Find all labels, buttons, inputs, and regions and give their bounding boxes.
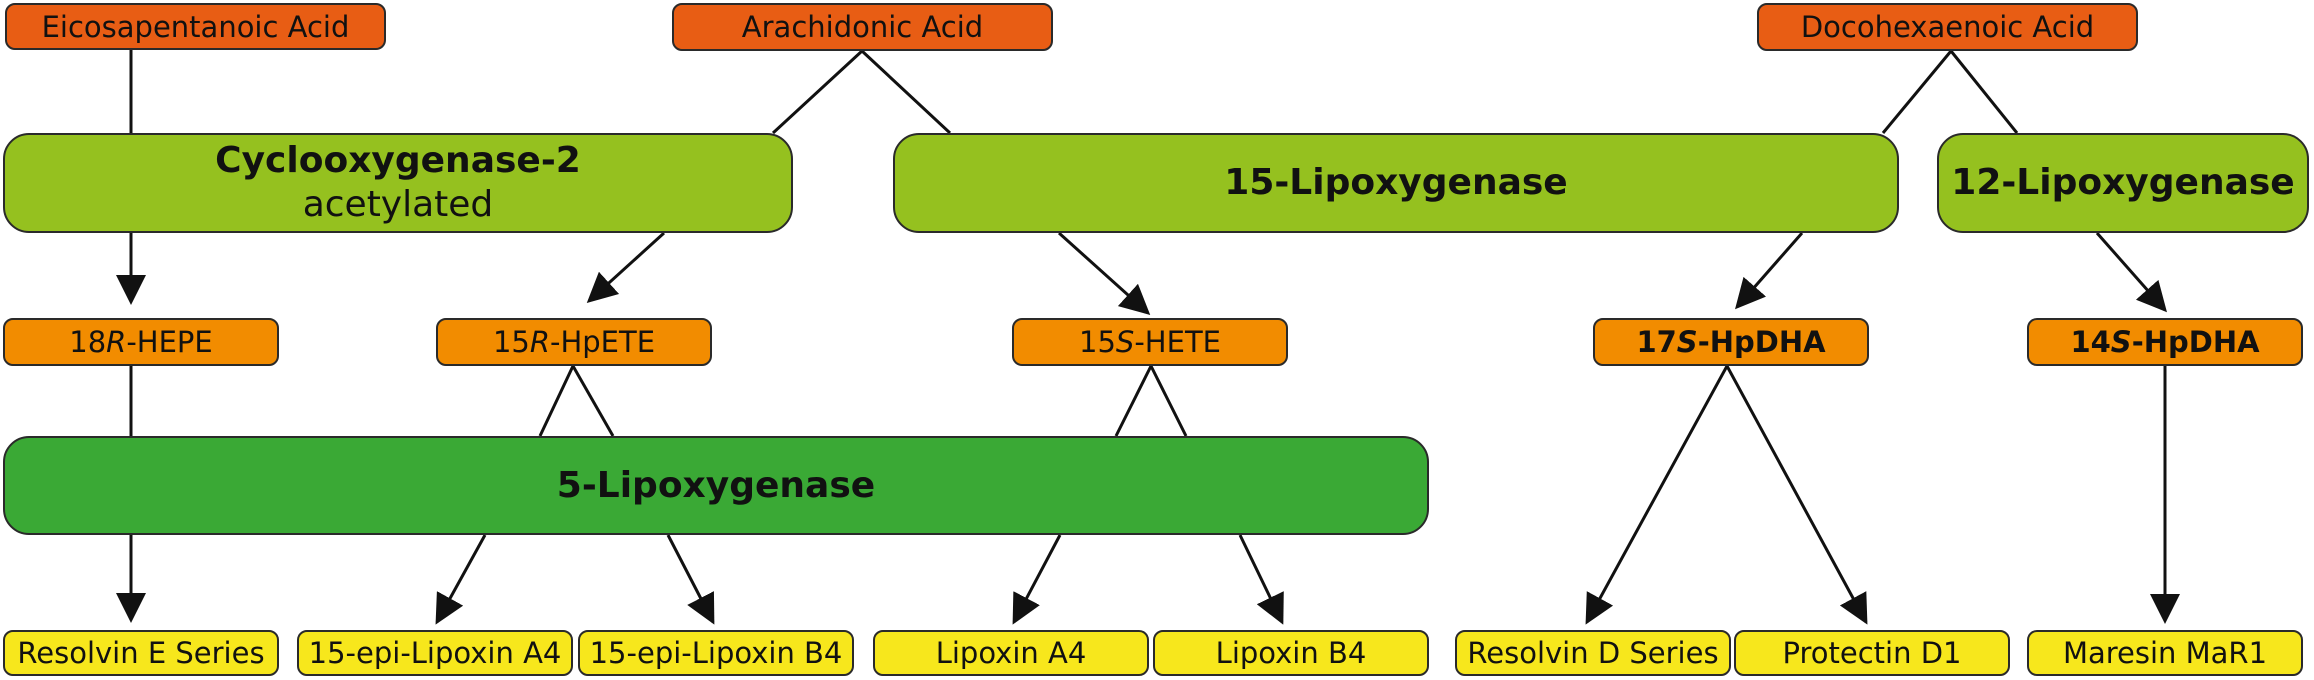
arrow-5lox-to-lxb4 bbox=[1238, 534, 1284, 625]
precursor-arachidonic-acid: Arachidonic Acid bbox=[672, 3, 1053, 51]
line-aa-to-cox2 bbox=[771, 49, 864, 135]
15r-hpete-suffix: -HpETE bbox=[550, 325, 656, 359]
cyclooxygenase-2-subtitle: acetylated bbox=[302, 184, 494, 225]
14s-hpdha-number: 14 bbox=[2070, 325, 2111, 359]
5-lipoxygenase-title: 5-Lipoxygenase bbox=[556, 464, 876, 506]
product-lipoxin-a4: Lipoxin A4 bbox=[873, 630, 1149, 676]
arrow-5lox-to-epi-lxb4 bbox=[666, 534, 715, 625]
line-15s-hete-right bbox=[1149, 365, 1188, 437]
18r-hepe-suffix: -HEPE bbox=[126, 325, 213, 359]
arrow-15lox-to-17s-hpdha bbox=[1735, 232, 1804, 310]
17s-hpdha-stereo: S bbox=[1676, 325, 1698, 359]
enzyme-12-lipoxygenase: 12-Lipoxygenase bbox=[1937, 133, 2309, 233]
14s-hpdha-suffix: -HpDHA bbox=[2131, 325, 2260, 359]
product-protectin-d1: Protectin D1 bbox=[1734, 630, 2010, 676]
enzyme-15-lipoxygenase: 15-Lipoxygenase bbox=[893, 133, 1899, 233]
product-15-epi-lipoxin-b4: 15-epi-Lipoxin B4 bbox=[578, 630, 854, 676]
enzyme-cyclooxygenase-2: Cyclooxygenase-2 acetylated bbox=[3, 133, 793, 233]
line-15r-hpete-left bbox=[538, 365, 575, 437]
precursor-eicosapentanoic-acid: Eicosapentanoic Acid bbox=[5, 3, 386, 50]
15-lipoxygenase-title: 15-Lipoxygenase bbox=[1224, 162, 1568, 203]
15s-hete-number: 15 bbox=[1079, 325, 1116, 359]
arrow-cox2-to-15r-hpete bbox=[586, 231, 666, 304]
enzyme-5-lipoxygenase: 5-Lipoxygenase bbox=[3, 436, 1429, 535]
line-15r-hpete-right bbox=[571, 365, 615, 437]
18r-hepe-number: 18 bbox=[69, 325, 107, 359]
product-resolvin-e-series: Resolvin E Series bbox=[3, 630, 279, 676]
product-15-epi-lipoxin-a4: 15-epi-Lipoxin A4 bbox=[297, 630, 573, 676]
precursor-docohexaenoic-acid: Docohexaenoic Acid bbox=[1757, 3, 2138, 51]
14s-hpdha-stereo: S bbox=[2110, 325, 2132, 359]
15r-hpete-number: 15 bbox=[492, 325, 530, 359]
product-lipoxin-b4: Lipoxin B4 bbox=[1153, 630, 1429, 676]
15s-hete-stereo: S bbox=[1115, 325, 1135, 359]
cyclooxygenase-2-title: Cyclooxygenase-2 bbox=[215, 140, 581, 181]
line-dha-to-15lox bbox=[1881, 50, 1953, 134]
arrow-15lox-to-15s-hete bbox=[1057, 231, 1151, 316]
product-maresin-mar1: Maresin MaR1 bbox=[2027, 630, 2303, 676]
arrow-5lox-to-lxa4 bbox=[1012, 534, 1062, 625]
product-resolvin-d-series: Resolvin D Series bbox=[1455, 630, 1731, 676]
arrow-5lox-to-epi-lxa4 bbox=[435, 534, 487, 625]
15s-hete-suffix: -HETE bbox=[1134, 325, 1221, 359]
12-lipoxygenase-title: 12-Lipoxygenase bbox=[1951, 162, 2295, 203]
18r-hepe-stereo: R bbox=[106, 325, 127, 359]
arrow-17s-hpdha-to-resolvin-d bbox=[1585, 365, 1729, 625]
17s-hpdha-suffix: -HpDHA bbox=[1697, 325, 1826, 359]
line-aa-to-15lox bbox=[860, 49, 952, 135]
arrow-17s-hpdha-to-protectin bbox=[1725, 365, 1868, 625]
17s-hpdha-number: 17 bbox=[1636, 325, 1677, 359]
line-dha-to-12lox bbox=[1949, 50, 2019, 134]
line-15s-hete-left bbox=[1114, 365, 1153, 437]
15r-hpete-stereo: R bbox=[529, 325, 550, 359]
arrow-12lox-to-14s-hpdha bbox=[2095, 232, 2167, 313]
